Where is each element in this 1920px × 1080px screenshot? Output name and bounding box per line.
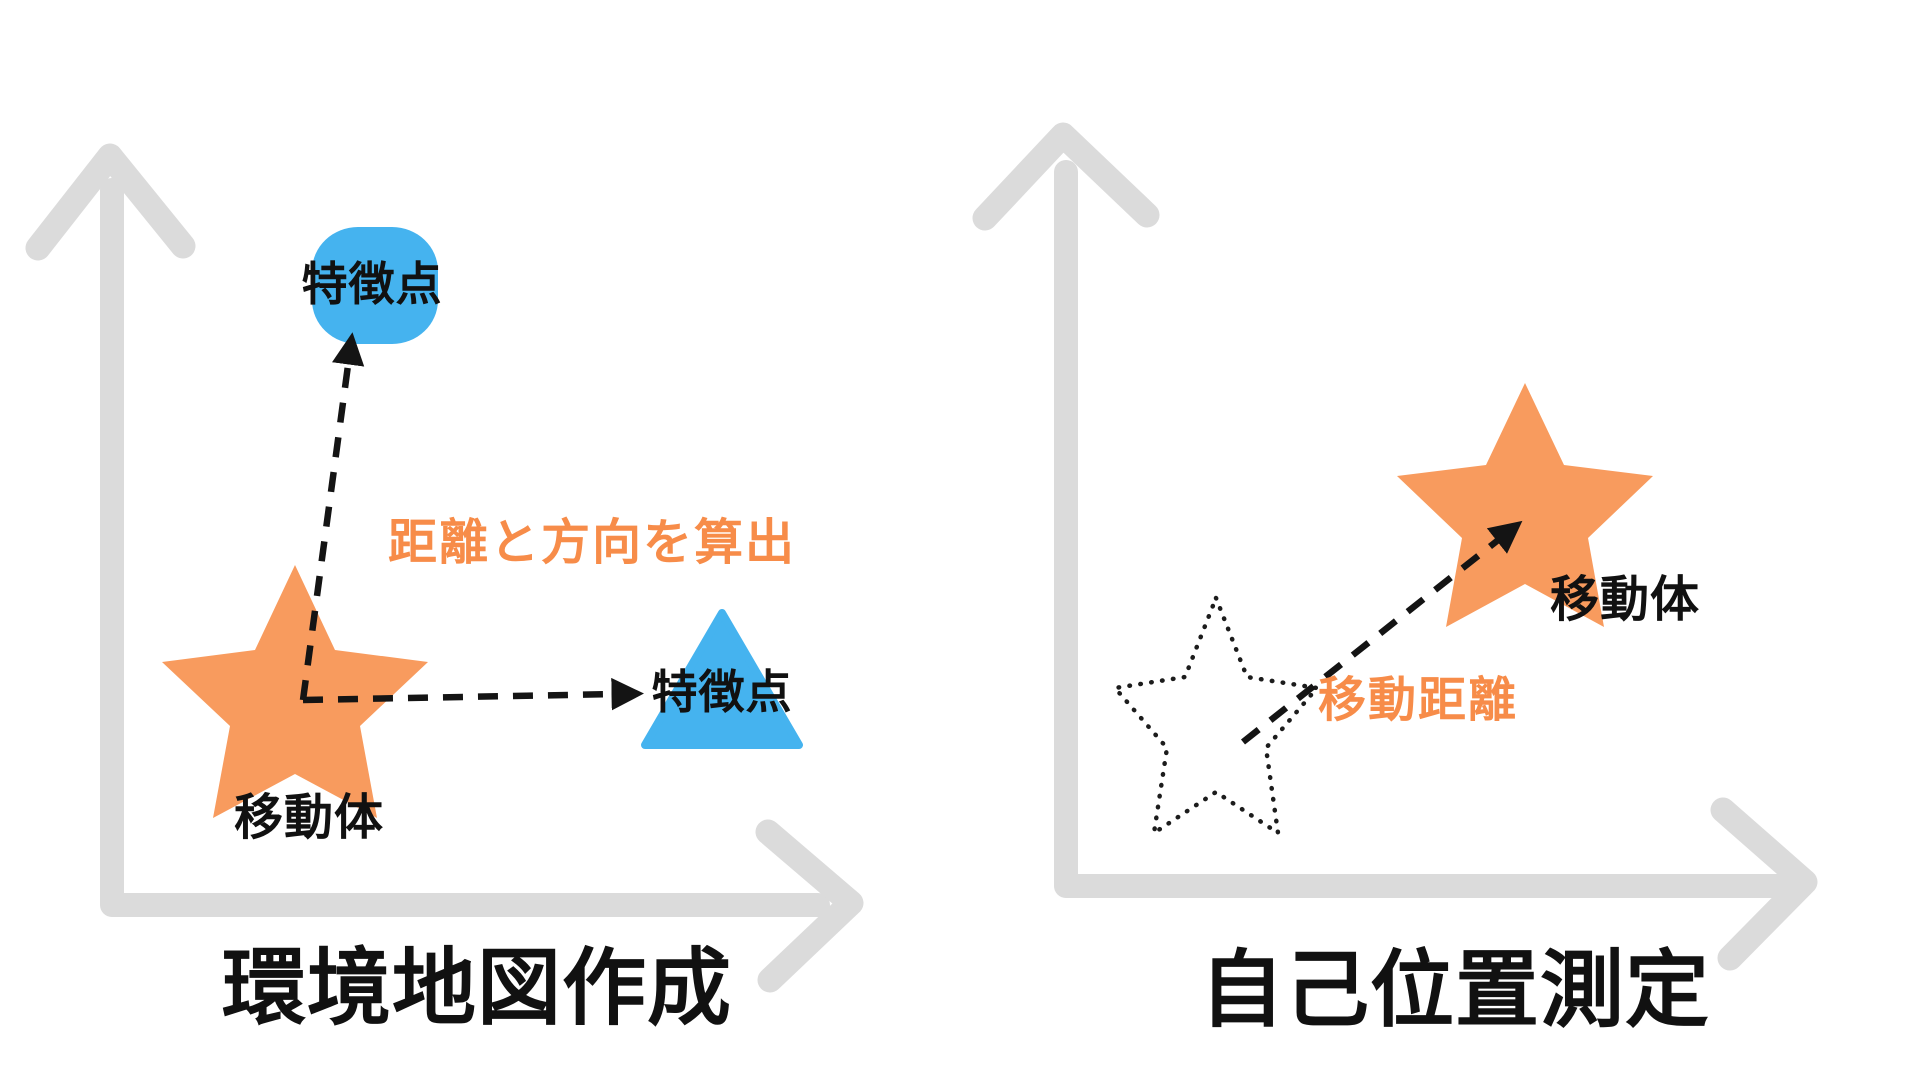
ghost-star-icon: [1112, 595, 1320, 836]
arrow-to-triangle-icon: [302, 677, 644, 711]
movement-distance-annotation: 移動距離: [1317, 672, 1519, 728]
left-x-axis-arrowhead-icon: [755, 819, 864, 993]
right-panel-title: 自己位置測定: [1199, 941, 1711, 1039]
left-axes: [25, 143, 864, 993]
distance-direction-annotation: 距離と方向を算出: [387, 514, 797, 571]
arrow-to-blob-icon: [299, 332, 365, 701]
right-x-axis-arrowhead-icon: [1710, 797, 1818, 971]
robot-star-left-icon: [162, 565, 428, 818]
feature-top-label: 特徴点: [301, 257, 443, 311]
feature-triangle-icon: [641, 609, 803, 749]
robot-label-left: 移動体: [233, 789, 385, 846]
left-y-axis-arrowhead-icon: [25, 143, 196, 261]
left-axis-lines: [100, 178, 830, 917]
right-axis-lines: [1054, 160, 1790, 898]
right-y-axis-arrowhead-icon: [972, 122, 1160, 231]
feature-blob-icon: [312, 227, 438, 344]
left-panel-title: 環境地図作成: [221, 939, 733, 1037]
right-axes: [972, 122, 1818, 971]
robot-label-right: 移動体: [1549, 571, 1701, 628]
feature-right-label: 特徴点: [651, 665, 793, 719]
